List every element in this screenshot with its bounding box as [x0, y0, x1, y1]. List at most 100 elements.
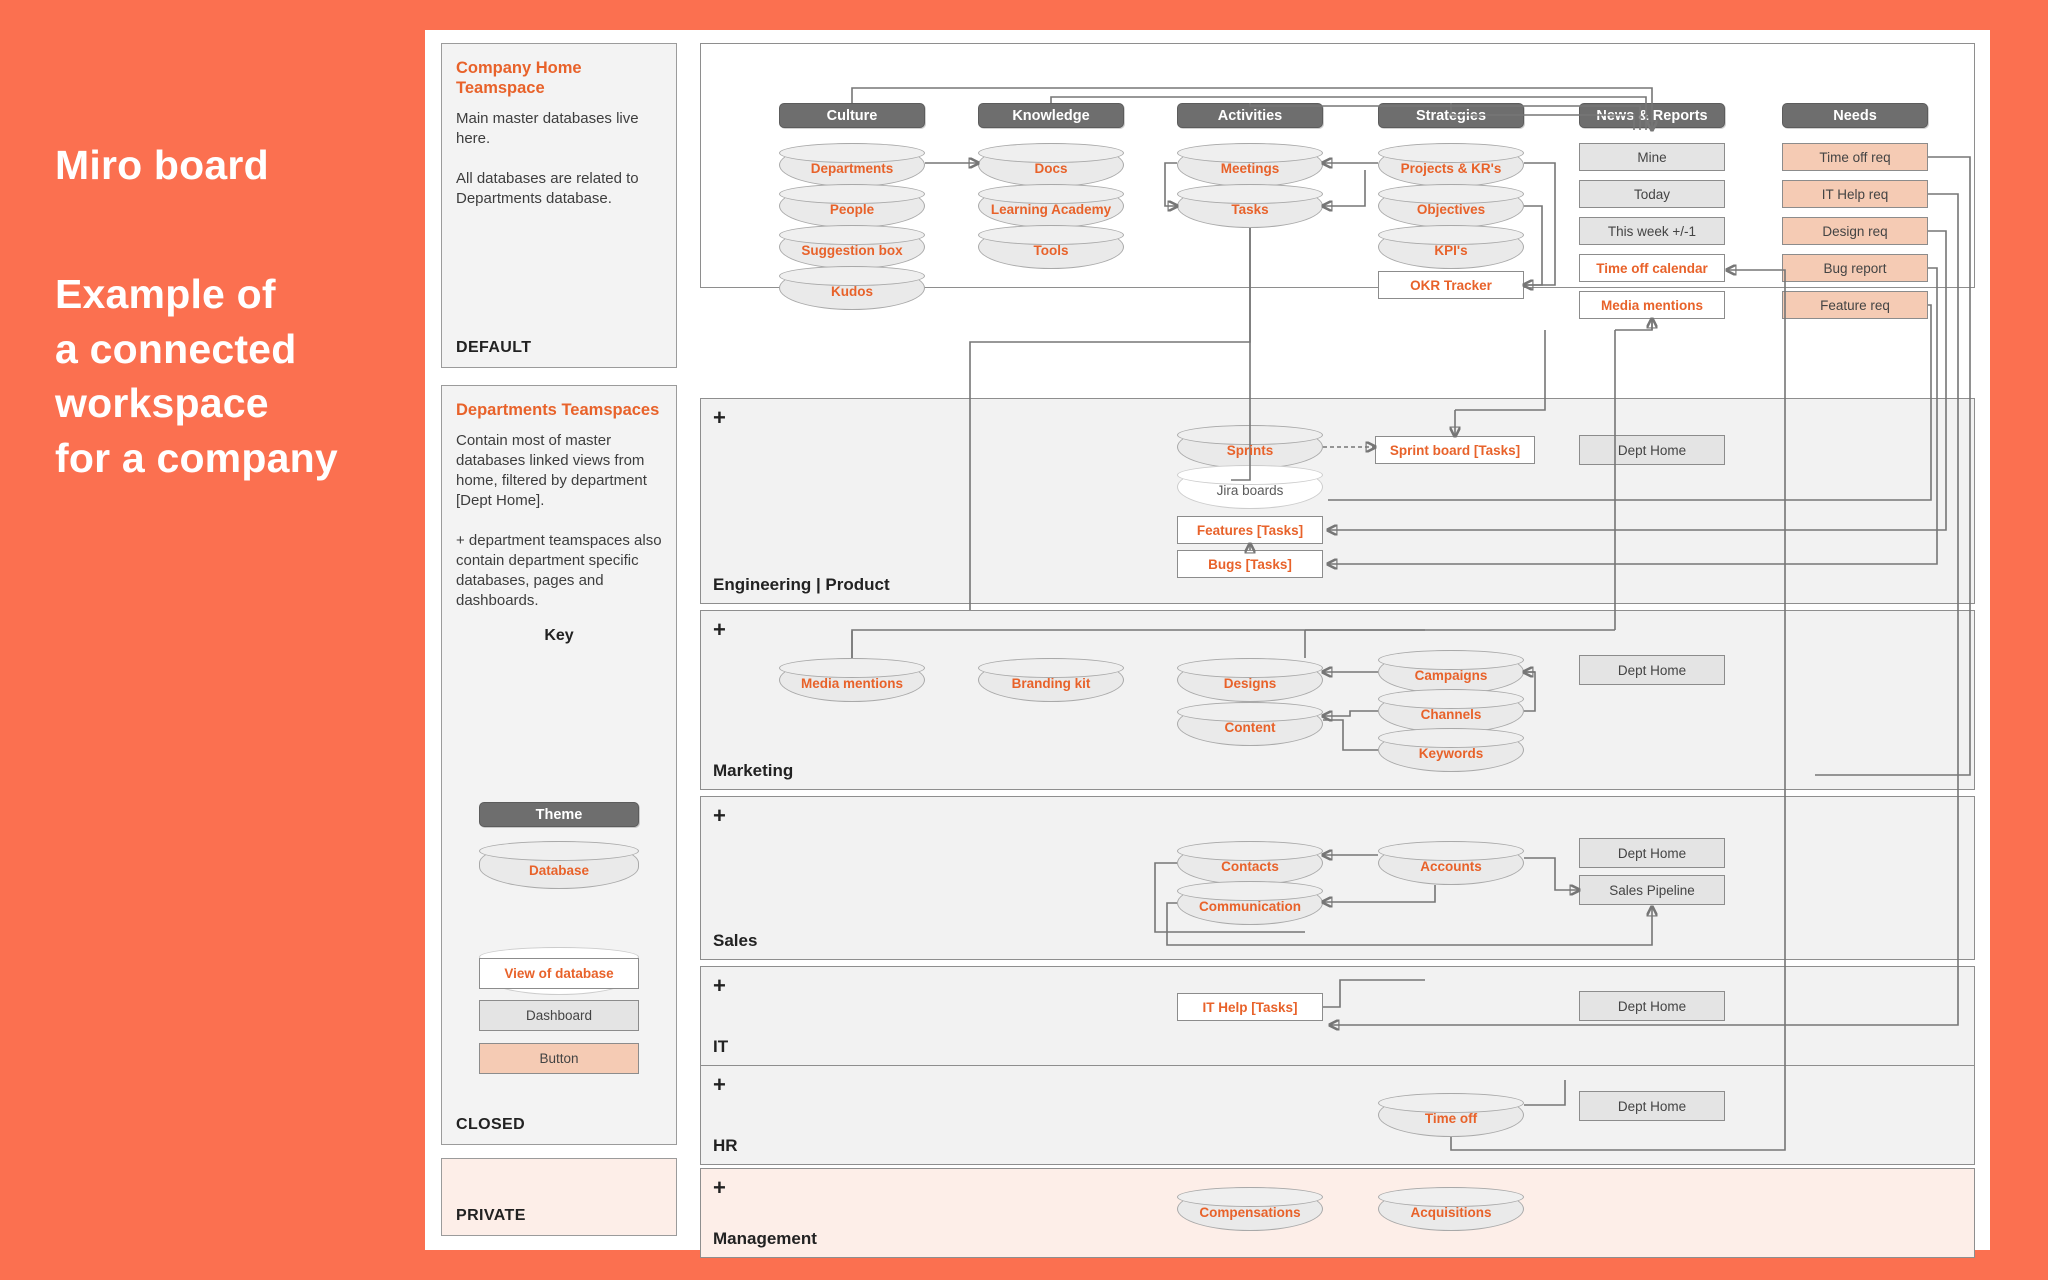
db-people[interactable]: People — [778, 183, 926, 228]
db-tasks[interactable]: Tasks — [1176, 183, 1324, 228]
key-item-theme: Theme — [479, 802, 639, 827]
db-accounts[interactable]: Accounts — [1377, 840, 1525, 885]
view-time-off-calendar[interactable]: Time off calendar — [1579, 254, 1725, 282]
node-label: Objectives — [1416, 202, 1486, 217]
teamspace-card-private[interactable]: PRIVATE — [441, 1158, 677, 1236]
key-item-label: Button — [539, 1051, 579, 1066]
lane-sales[interactable]: + Sales — [700, 796, 1975, 960]
node-label: Features [Tasks] — [1196, 522, 1304, 538]
theme-news-and-reports[interactable]: News & Reports — [1579, 103, 1725, 128]
node-label: Docs — [1034, 161, 1068, 176]
teamspace-card-footer: DEFAULT — [456, 339, 532, 356]
dashboard-today[interactable]: Today — [1579, 180, 1725, 208]
node-label: Departments — [810, 161, 894, 176]
node-label: Meetings — [1220, 161, 1280, 176]
db-acquisitions[interactable]: Acquisitions — [1377, 1186, 1525, 1231]
theme-needs[interactable]: Needs — [1782, 103, 1928, 128]
teamspace-card-company-home[interactable]: Company Home Teamspace Main master datab… — [441, 43, 677, 368]
node-label: Channels — [1420, 707, 1482, 722]
node-label: Time off req — [1819, 149, 1891, 165]
node-label: Sprint board [Tasks] — [1389, 442, 1521, 458]
key-item-database: Database — [478, 840, 640, 889]
teamspace-card-departments[interactable]: Departments Teamspaces Contain most of m… — [441, 385, 677, 1145]
dashboard-mine[interactable]: Mine — [1579, 143, 1725, 171]
db-media-mentions-marketing[interactable]: Media mentions — [778, 657, 926, 702]
teamspace-card-body: Contain most of master databases linked … — [456, 432, 662, 609]
db-compensations[interactable]: Compensations — [1176, 1186, 1324, 1231]
dashboard-dept-home-sales[interactable]: Dept Home — [1579, 838, 1725, 868]
key-item-label: View of database — [504, 966, 614, 981]
node-label: This week +/-1 — [1607, 223, 1697, 239]
lane-add-button[interactable]: + — [713, 405, 726, 430]
button-it-help-req[interactable]: IT Help req — [1782, 180, 1928, 208]
view-okr-tracker[interactable]: OKR Tracker — [1378, 271, 1524, 299]
teamspace-card-footer: PRIVATE — [456, 1207, 526, 1224]
db-jira-boards[interactable]: Jira boards — [1176, 464, 1324, 509]
view-bugs-tasks[interactable]: Bugs [Tasks] — [1177, 550, 1323, 578]
lane-add-button[interactable]: + — [713, 803, 726, 828]
db-communication[interactable]: Communication — [1176, 880, 1324, 925]
node-label: Tasks — [1231, 202, 1269, 217]
dashboard-sales-pipeline[interactable]: Sales Pipeline — [1579, 875, 1725, 905]
theme-label: Needs — [1833, 107, 1877, 124]
theme-label: Knowledge — [1012, 107, 1090, 124]
view-media-mentions[interactable]: Media mentions — [1579, 291, 1725, 319]
db-suggestion-box[interactable]: Suggestion box — [778, 224, 926, 269]
node-label: Keywords — [1418, 746, 1484, 761]
lane-add-button[interactable]: + — [713, 1175, 726, 1200]
key-legend-title: Key — [544, 626, 574, 644]
db-sprints[interactable]: Sprints — [1176, 424, 1324, 469]
dashboard-dept-home-hr[interactable]: Dept Home — [1579, 1091, 1725, 1121]
view-features-tasks[interactable]: Features [Tasks] — [1177, 516, 1323, 544]
db-campaigns[interactable]: Campaigns — [1377, 649, 1525, 694]
lane-engineering-product[interactable]: + Engineering | Product — [700, 398, 1975, 604]
lane-add-button[interactable]: + — [713, 1072, 726, 1097]
lane-it[interactable]: + IT — [700, 966, 1975, 1066]
db-contacts[interactable]: Contacts — [1176, 840, 1324, 885]
db-meetings[interactable]: Meetings — [1176, 142, 1324, 187]
view-sprint-board-tasks[interactable]: Sprint board [Tasks] — [1375, 436, 1535, 464]
db-learning-academy[interactable]: Learning Academy — [977, 183, 1125, 228]
lane-add-button[interactable]: + — [713, 617, 726, 642]
lane-title: Management — [713, 1229, 817, 1248]
dashboard-this-week[interactable]: This week +/-1 — [1579, 217, 1725, 245]
theme-knowledge[interactable]: Knowledge — [978, 103, 1124, 128]
db-projects-and-krs[interactable]: Projects & KR's — [1377, 142, 1525, 187]
lane-hr[interactable]: + HR — [700, 1065, 1975, 1165]
miro-board-canvas[interactable]: Company Home Teamspace Main master datab… — [425, 30, 1990, 1258]
db-time-off[interactable]: Time off — [1377, 1092, 1525, 1137]
db-kudos[interactable]: Kudos — [778, 265, 926, 310]
node-label: Contacts — [1221, 859, 1279, 874]
key-item-label: Database — [528, 863, 590, 878]
intro-subtitle-line-1: Example of — [55, 271, 276, 318]
dashboard-dept-home-marketing[interactable]: Dept Home — [1579, 655, 1725, 685]
view-it-help-tasks[interactable]: IT Help [Tasks] — [1177, 993, 1323, 1021]
theme-activities[interactable]: Activities — [1177, 103, 1323, 128]
db-channels[interactable]: Channels — [1377, 688, 1525, 733]
lane-management[interactable]: + Management — [700, 1168, 1975, 1258]
button-time-off-req[interactable]: Time off req — [1782, 143, 1928, 171]
db-objectives[interactable]: Objectives — [1377, 183, 1525, 228]
db-kpis[interactable]: KPI's — [1377, 224, 1525, 269]
db-designs[interactable]: Designs — [1176, 657, 1324, 702]
dashboard-dept-home-it[interactable]: Dept Home — [1579, 991, 1725, 1021]
dashboard-dept-home-engineering[interactable]: Dept Home — [1579, 435, 1725, 465]
lane-title: Engineering | Product — [713, 575, 890, 594]
node-label: Jira boards — [1216, 483, 1284, 498]
theme-culture[interactable]: Culture — [779, 103, 925, 128]
theme-strategies[interactable]: Strategies — [1378, 103, 1524, 128]
db-branding-kit[interactable]: Branding kit — [977, 657, 1125, 702]
key-item-label: Theme — [535, 806, 583, 823]
button-bug-report[interactable]: Bug report — [1782, 254, 1928, 282]
button-design-req[interactable]: Design req — [1782, 217, 1928, 245]
node-label: Today — [1633, 186, 1671, 202]
db-docs[interactable]: Docs — [977, 142, 1125, 187]
lane-add-button[interactable]: + — [713, 973, 726, 998]
button-feature-req[interactable]: Feature req — [1782, 291, 1928, 319]
node-label: Tools — [1033, 243, 1069, 258]
teamspace-card-heading: Company Home Teamspace — [456, 59, 582, 98]
db-departments[interactable]: Departments — [778, 142, 926, 187]
db-content[interactable]: Content — [1176, 701, 1324, 746]
db-tools[interactable]: Tools — [977, 224, 1125, 269]
db-keywords[interactable]: Keywords — [1377, 727, 1525, 772]
